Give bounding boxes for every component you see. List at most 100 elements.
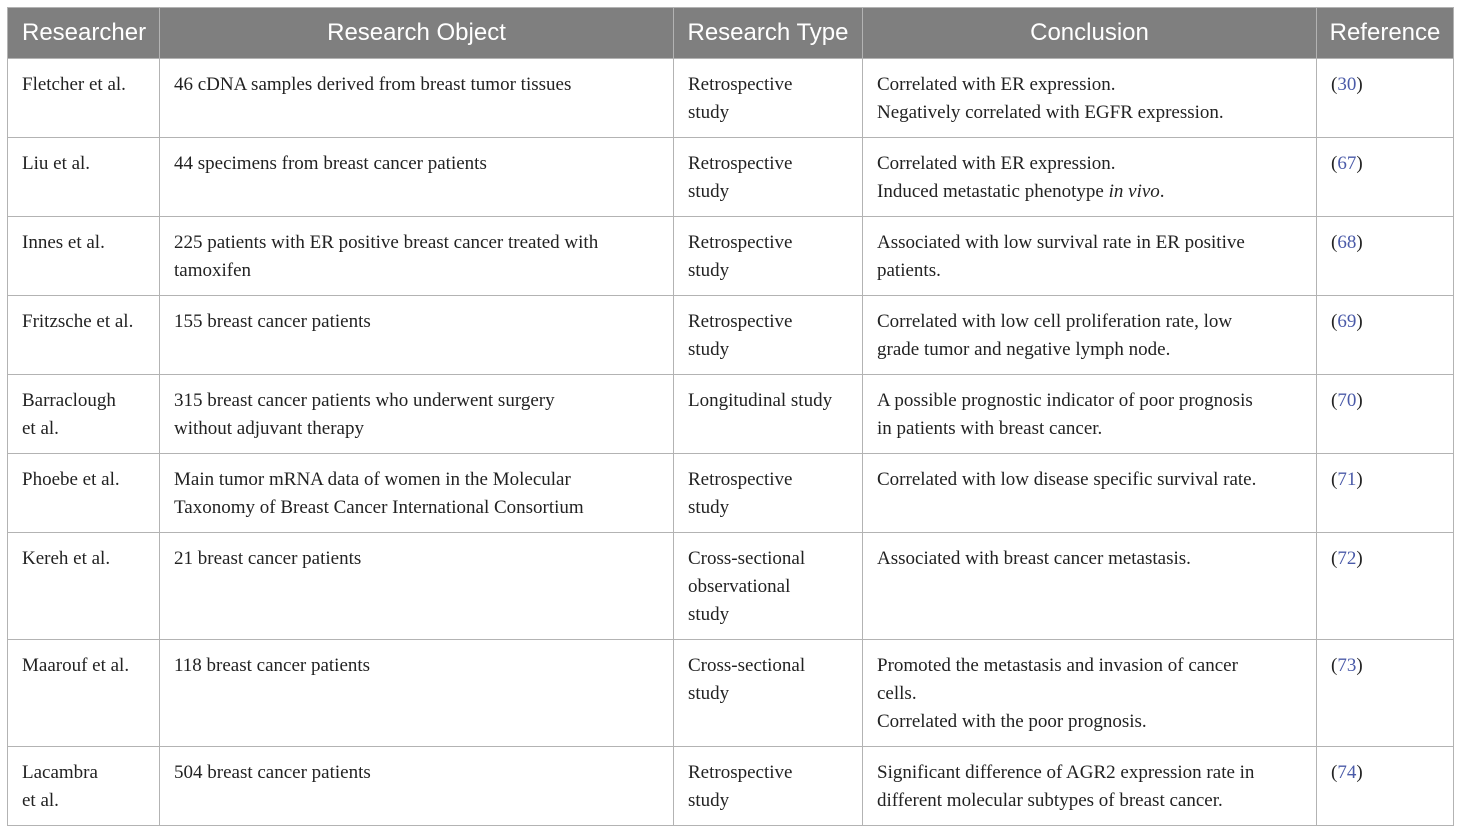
cell-research-type-line: Longitudinal study (688, 390, 833, 411)
cell-research-type-line: Cross-sectional (688, 655, 806, 676)
ref-open-paren: ( (1331, 311, 1338, 332)
cell-conclusion: Associated with breast cancer metastasis… (862, 532, 1317, 640)
conclusion-italic-text: in vivo (1108, 181, 1160, 202)
cell-research-object-line: 46 cDNA samples derived from breast tumo… (174, 74, 572, 95)
cell-research-type: Cross-sectional study (673, 639, 863, 747)
ref-open-paren: ( (1331, 469, 1338, 490)
reference-link[interactable]: 73 (1337, 655, 1357, 676)
cell-conclusion-line: cells. (877, 683, 917, 704)
cell-conclusion-line: different molecular subtypes of breast c… (877, 790, 1223, 811)
reference-link[interactable]: 67 (1337, 153, 1357, 174)
table-row: Fletcher et al.46 cDNA samples derived f… (7, 58, 1454, 138)
table-row: Innes et al. 225 patients with ER positiv… (7, 216, 1454, 296)
reference-link[interactable]: 69 (1337, 311, 1357, 332)
cell-researcher: Maarouf et al. (7, 639, 160, 747)
cell-conclusion: Significant difference of AGR2 expressio… (862, 746, 1317, 826)
ref-open-paren: ( (1331, 390, 1338, 411)
cell-conclusion: A possible prognostic indicator of poor … (862, 374, 1317, 454)
cell-research-type-line: observational (688, 576, 791, 597)
cell-conclusion-line: Correlated with ER expression. (877, 74, 1116, 95)
ref-open-paren: ( (1331, 548, 1338, 569)
cell-conclusion-line: grade tumor and negative lymph node. (877, 339, 1171, 360)
cell-research-object: 118 breast cancer patients (159, 639, 674, 747)
cell-research-object: 504 breast cancer patients (159, 746, 674, 826)
reference-link[interactable]: 70 (1337, 390, 1357, 411)
ref-close-paren: ) (1356, 655, 1363, 676)
header-researcher: Researcher (7, 7, 160, 59)
cell-researcher-line: Innes et al. (22, 232, 105, 253)
ref-close-paren: ) (1356, 762, 1363, 783)
ref-close-paren: ) (1356, 390, 1363, 411)
cell-reference: (73) (1316, 639, 1454, 747)
cell-researcher: Phoebe et al. (7, 453, 160, 533)
cell-research-type-line: Retrospective (688, 762, 793, 783)
cell-research-type-line: study (688, 683, 730, 704)
cell-research-object: 155 breast cancer patients (159, 295, 674, 375)
cell-reference: (72) (1316, 532, 1454, 640)
cell-conclusion-line: Induced metastatic phenotype (877, 181, 1109, 202)
reference-link[interactable]: 71 (1337, 469, 1357, 490)
cell-reference: (69) (1316, 295, 1454, 375)
cell-researcher: Fritzsche et al. (7, 295, 160, 375)
reference-link[interactable]: 74 (1337, 762, 1357, 783)
conclusion-tail-text: . (1159, 181, 1165, 202)
cell-conclusion: Correlated with ER expression.Induced me… (862, 137, 1317, 217)
ref-open-paren: ( (1331, 74, 1338, 95)
table-row: Liu et al. 44 specimens from breast cance… (7, 137, 1454, 217)
cell-researcher-line: Barraclough (22, 390, 116, 411)
header-row: Researcher Research Object Research Type… (7, 7, 1454, 59)
cell-reference: (68) (1316, 216, 1454, 296)
cell-reference: (74) (1316, 746, 1454, 826)
ref-close-paren: ) (1356, 311, 1363, 332)
table-container: Researcher Research Object Research Type… (7, 7, 1454, 826)
cell-research-type: Longitudinal study (673, 374, 863, 454)
cell-conclusion: Correlated with ER expression. Negatively… (862, 58, 1317, 138)
cell-research-type-line: Retrospective (688, 469, 793, 490)
table-body: Fletcher et al.46 cDNA samples derived f… (7, 58, 1454, 826)
cell-conclusion-line: Promoted the metastasis and invasion of … (877, 655, 1238, 676)
cell-conclusion-line: Negatively correlated with EGFR expressi… (877, 102, 1224, 123)
cell-research-type-line: Retrospective (688, 74, 793, 95)
header-research-type: Research Type (673, 7, 863, 59)
cell-research-object-line: 21 breast cancer patients (174, 548, 362, 569)
cell-research-object-line: 225 patients with ER positive breast can… (174, 232, 599, 253)
header-research-object: Research Object (159, 7, 674, 59)
cell-researcher: Liu et al. (7, 137, 160, 217)
cell-reference: (67) (1316, 137, 1454, 217)
cell-research-object-line: tamoxifen (174, 260, 252, 281)
cell-research-type-line: Cross-sectional (688, 548, 806, 569)
cell-conclusion-line: patients. (877, 260, 941, 281)
cell-researcher-line: Maarouf et al. (22, 655, 130, 676)
ref-close-paren: ) (1356, 153, 1363, 174)
cell-research-object: 225 patients with ER positive breast can… (159, 216, 674, 296)
ref-close-paren: ) (1356, 74, 1363, 95)
ref-close-paren: ) (1356, 469, 1363, 490)
cell-research-object-line: 504 breast cancer patients (174, 762, 371, 783)
cell-research-type-line: study (688, 260, 730, 281)
reference-link[interactable]: 30 (1337, 74, 1357, 95)
cell-research-object-line: 44 specimens from breast cancer patients (174, 153, 487, 174)
cell-conclusion: Associated with low survival rate in ER … (862, 216, 1317, 296)
cell-researcher-line: Kereh et al. (22, 548, 111, 569)
cell-conclusion-line: Correlated with the poor prognosis. (877, 711, 1147, 732)
cell-research-type-line: study (688, 790, 730, 811)
header-conclusion: Conclusion (862, 7, 1317, 59)
cell-conclusion-line: Correlated with low disease specific sur… (877, 469, 1257, 490)
reference-link[interactable]: 68 (1337, 232, 1357, 253)
cell-reference: (30) (1316, 58, 1454, 138)
cell-conclusion-line: in patients with breast cancer. (877, 418, 1103, 439)
cell-research-object: Main tumor mRNA data of women in the Mol… (159, 453, 674, 533)
cell-researcher-line: et al. (22, 790, 59, 811)
reference-link[interactable]: 72 (1337, 548, 1357, 569)
ref-open-paren: ( (1331, 153, 1338, 174)
cell-research-object: 315 breast cancer patients who underwent… (159, 374, 674, 454)
cell-conclusion-line: Correlated with low cell proliferation r… (877, 311, 1233, 332)
cell-research-type: Retrospective study (673, 746, 863, 826)
cell-research-type-line: study (688, 497, 730, 518)
